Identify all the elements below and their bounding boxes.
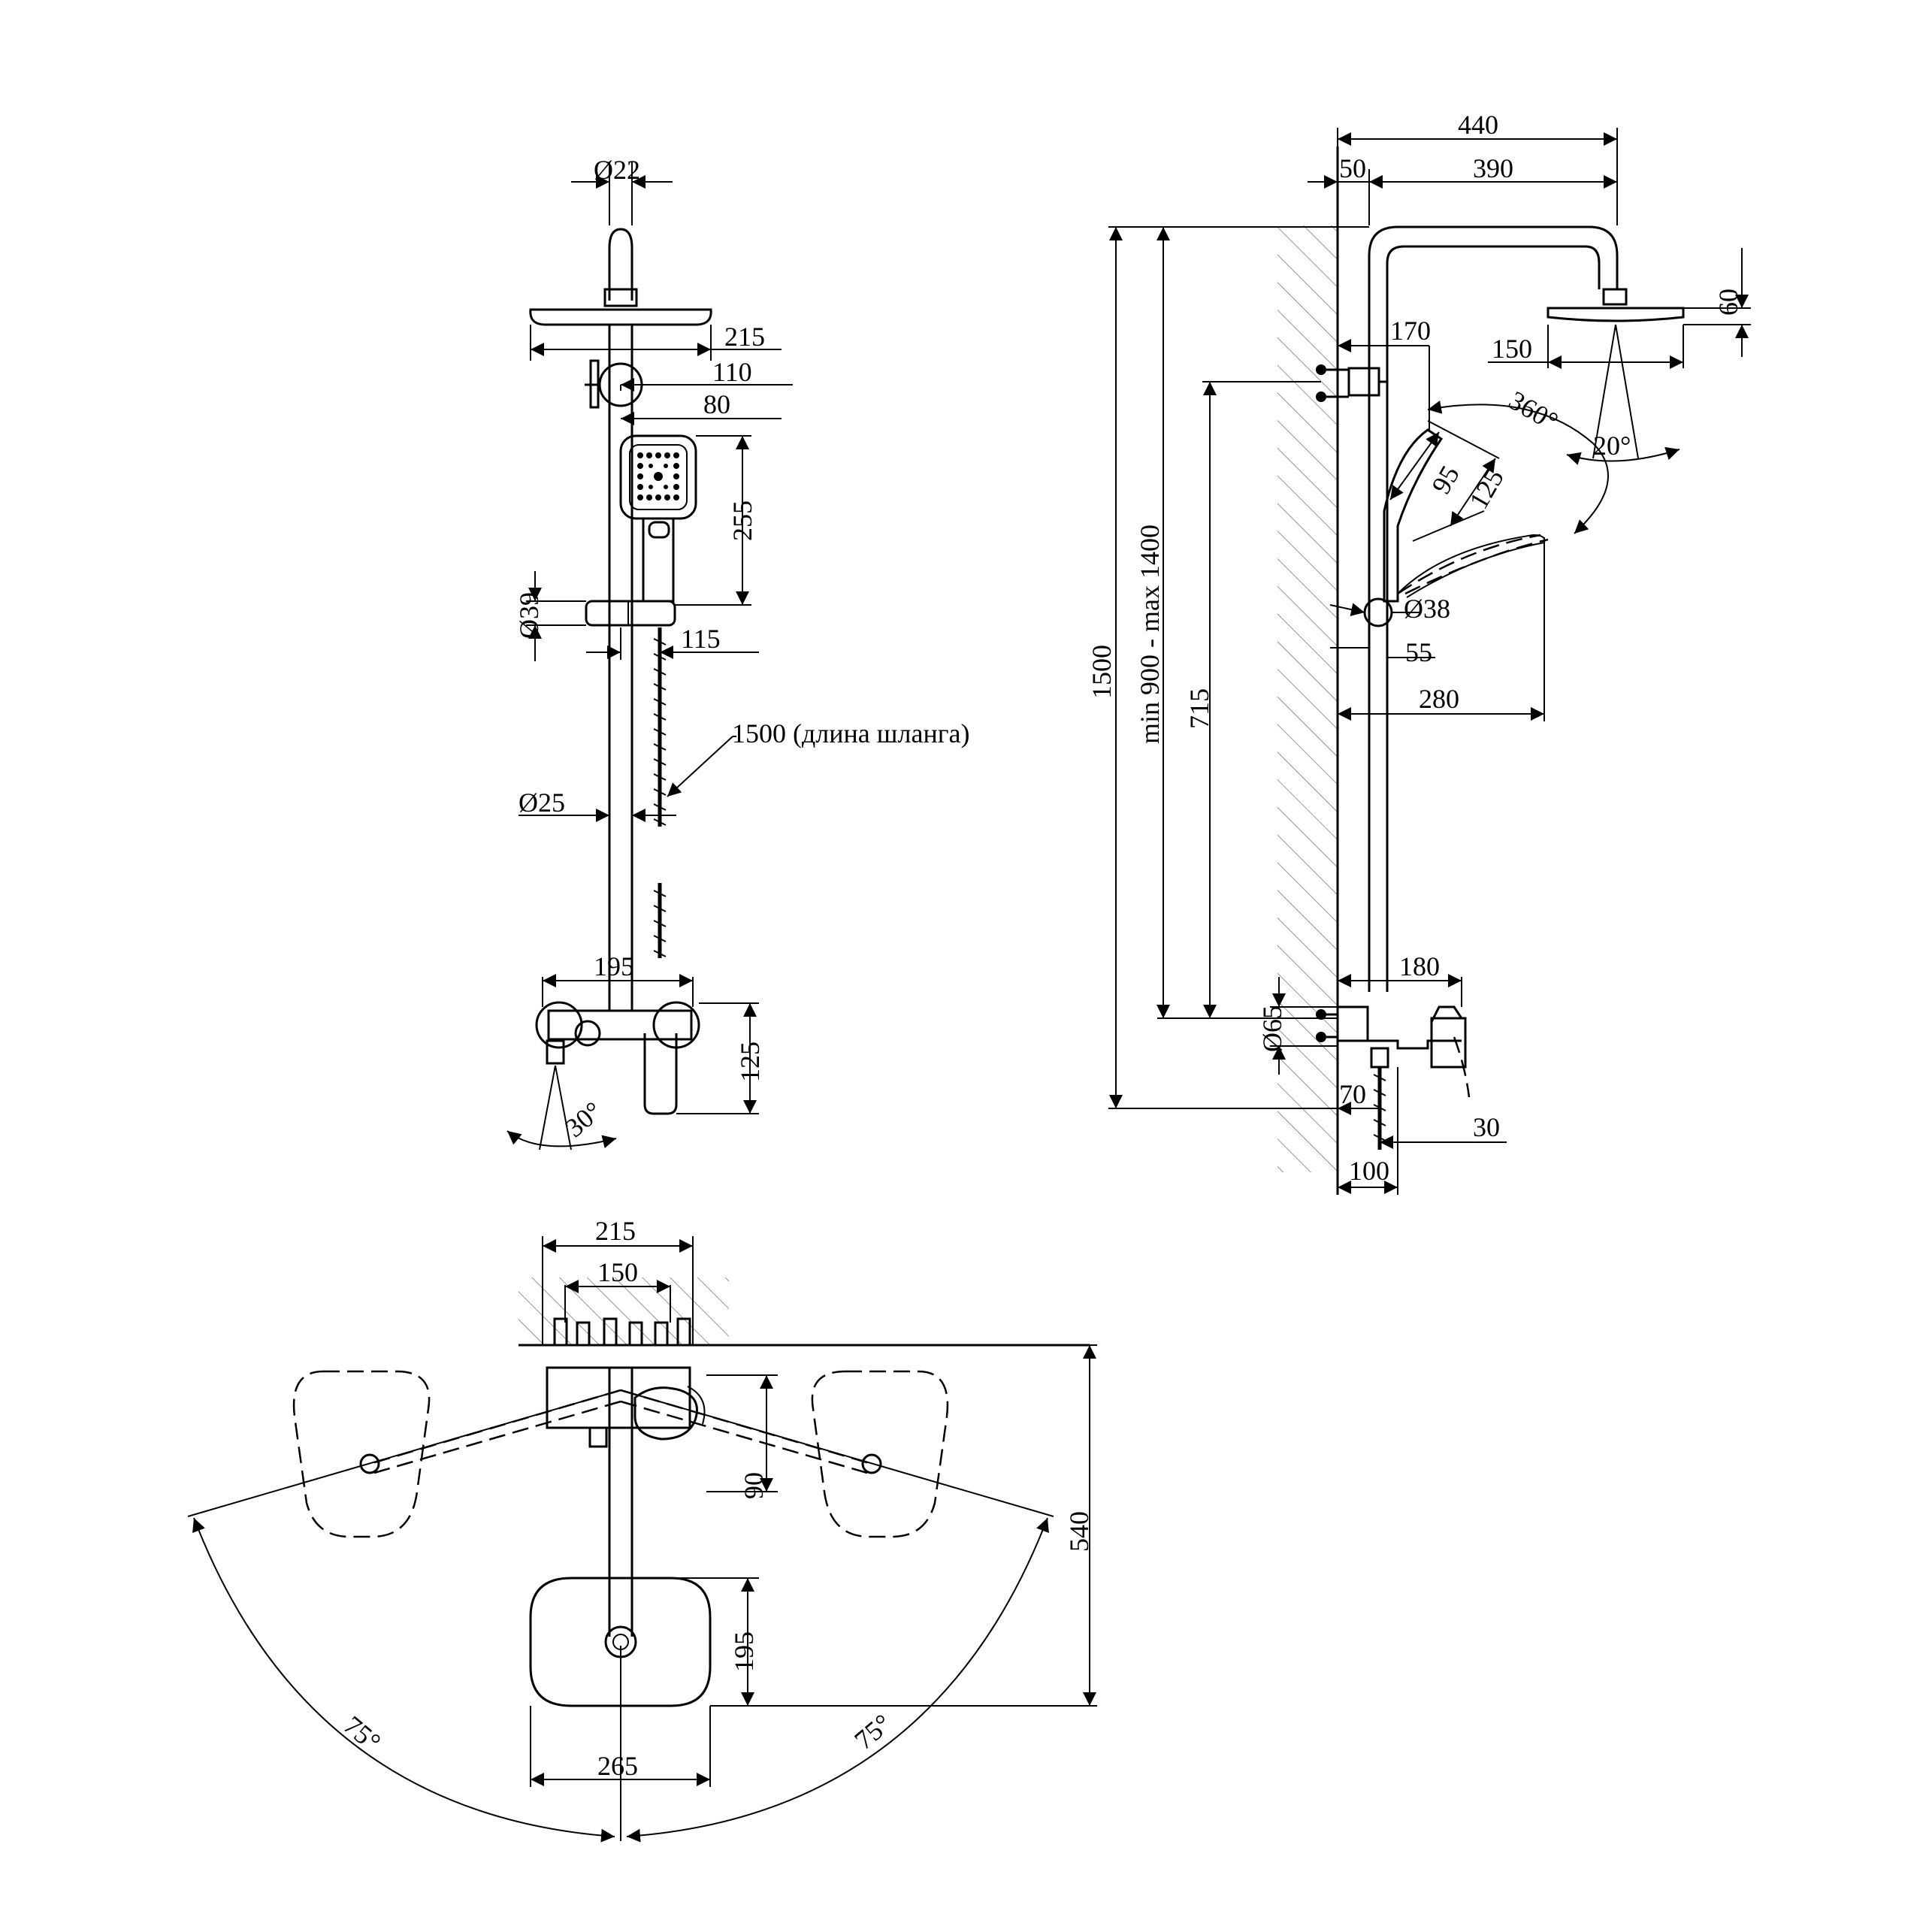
front-dim-125: 125 <box>735 1042 765 1082</box>
side-dim-125: 125 <box>1463 464 1510 514</box>
front-rain-shower-head <box>529 308 712 326</box>
top-mixer-handle <box>633 1386 698 1441</box>
top-hand-shower-right <box>811 1370 949 1538</box>
side-dim-715: 715 <box>1184 688 1214 729</box>
side-riser-inner <box>1386 245 1601 992</box>
top-wall-connectors <box>553 1317 691 1347</box>
side-dim-280: 280 <box>1419 684 1459 714</box>
side-dim-diam65: Ø65 <box>1257 1005 1287 1052</box>
top-angle-right: 75° <box>848 1708 896 1755</box>
front-mixer-body <box>547 1009 693 1041</box>
side-mixer-spout <box>1353 1039 1462 1050</box>
top-dim-215: 215 <box>595 1216 636 1246</box>
top-hand-shower-right-pivot <box>861 1453 882 1474</box>
side-mixer-screw-a <box>1316 1009 1326 1020</box>
side-view-dimensions: 440 50 390 60 170 150 360° 20° 95 125 <box>1087 110 1751 1195</box>
side-dim-1500: 1500 <box>1087 645 1117 699</box>
front-hand-shower-button <box>648 521 670 539</box>
front-hose-length: 1500 (длина шланга) <box>732 718 969 748</box>
side-mixer-handle <box>1430 1017 1467 1069</box>
side-angle-20: 20° <box>1593 431 1631 461</box>
top-dim-195: 195 <box>729 1631 759 1672</box>
top-mixer-dial <box>687 1386 706 1425</box>
front-angle-30: 30° <box>559 1096 607 1143</box>
front-dim-215: 215 <box>724 322 765 352</box>
side-mixer-lever <box>1430 1005 1463 1023</box>
front-dim-195: 195 <box>594 951 634 981</box>
side-dim-diam38: Ø38 <box>1404 594 1450 624</box>
top-dim-540: 540 <box>1064 1511 1094 1552</box>
top-dim-265: 265 <box>597 1751 638 1781</box>
front-dim-115: 115 <box>681 624 721 654</box>
side-dim-95: 95 <box>1426 461 1465 499</box>
side-dim-170: 170 <box>1390 316 1431 346</box>
side-dim-180: 180 <box>1399 951 1440 981</box>
side-riser-outer <box>1368 225 1619 992</box>
front-dim-diam39: Ø39 <box>514 592 544 639</box>
top-hand-shower-left <box>292 1370 431 1538</box>
side-dim-440: 440 <box>1458 110 1498 140</box>
front-hand-shower-nozzles <box>637 452 679 500</box>
side-upper-screw-b <box>1316 392 1326 402</box>
front-shower-arm <box>608 228 633 301</box>
top-hand-shower-left-pivot <box>359 1453 380 1474</box>
side-upper-screw-a <box>1316 364 1326 375</box>
top-dim-90: 90 <box>739 1472 769 1499</box>
side-height-range: min 900 - max 1400 <box>1135 525 1165 744</box>
side-dim-50: 50 <box>1339 153 1366 183</box>
top-swing-arm-right-b <box>620 1400 868 1474</box>
side-dim-55: 55 <box>1405 637 1432 667</box>
top-swing-arm-left-b <box>373 1400 621 1474</box>
top-mixer-body <box>546 1366 691 1429</box>
front-arm-nut <box>603 288 638 307</box>
front-mixer-diverter <box>574 1020 601 1047</box>
front-view <box>529 228 712 1115</box>
front-slider <box>585 600 676 627</box>
top-wall-hatch <box>519 1277 729 1345</box>
front-dim-diam25: Ø25 <box>519 788 565 818</box>
top-spout <box>588 1426 608 1448</box>
front-dim-diam22: Ø22 <box>594 155 640 185</box>
side-view <box>1277 147 1685 1195</box>
front-dim-255: 255 <box>727 500 757 541</box>
side-dim-150: 150 <box>1492 334 1532 364</box>
front-upper-bracket-knob <box>589 359 600 409</box>
side-angle-360: 360° <box>1504 385 1563 437</box>
top-dim-150: 150 <box>597 1257 638 1287</box>
side-dim-60: 60 <box>1713 289 1743 316</box>
side-hose-connector <box>1370 1047 1389 1069</box>
side-mixer-body <box>1336 1005 1369 1042</box>
side-dim-100: 100 <box>1349 1156 1389 1186</box>
side-upper-bracket <box>1347 367 1380 397</box>
front-mixer-lever <box>643 1033 678 1115</box>
front-spout <box>546 1039 565 1065</box>
side-hand-shower <box>1383 428 1444 603</box>
side-mixer-screw-b <box>1316 1032 1326 1042</box>
side-dim-30: 30 <box>1473 1112 1500 1142</box>
side-dim-70: 70 <box>1339 1079 1366 1109</box>
top-angle-left: 75° <box>338 1710 386 1757</box>
side-arm-nut <box>1602 288 1628 306</box>
front-mixer-eccentric-left <box>535 1001 583 1049</box>
front-dim-80: 80 <box>703 389 730 419</box>
front-hand-shower-face <box>629 444 688 510</box>
side-dim-390: 390 <box>1473 153 1513 183</box>
front-hand-shower-head <box>619 434 697 520</box>
front-view-dimensions: Ø22 215 110 80 255 Ø39 115 1500 (длина ш… <box>506 155 969 1150</box>
front-dim-110: 110 <box>712 357 752 387</box>
side-mixer-lever-arc <box>1453 1036 1471 1098</box>
side-hand-shower-swung <box>1397 534 1546 598</box>
side-rain-head <box>1547 307 1685 322</box>
